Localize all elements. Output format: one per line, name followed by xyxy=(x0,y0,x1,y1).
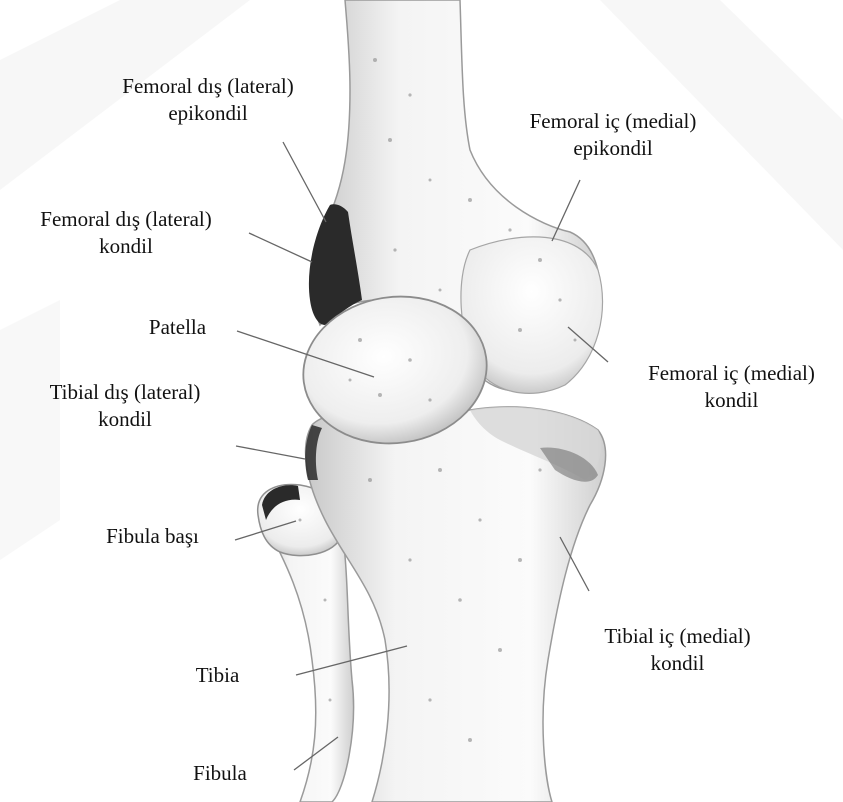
label-femoral-medial-condyle: Femoral iç (medial) kondil xyxy=(620,360,843,414)
leader-femoral-lateral-epicondyle xyxy=(283,142,326,222)
label-line: Tibial iç (medial) xyxy=(570,623,785,650)
label-line: kondil xyxy=(620,387,843,414)
label-tibial-lateral-condyle: Tibial dış (lateral) kondil xyxy=(10,379,240,433)
label-line: Femoral dış (lateral) xyxy=(0,206,252,233)
label-line: Fibula xyxy=(165,760,275,787)
label-fibula-head: Fibula başı xyxy=(70,523,235,550)
label-line: Tibia xyxy=(170,662,265,689)
leader-tibial-lateral-condyle xyxy=(236,446,305,459)
label-line: Femoral iç (medial) xyxy=(620,360,843,387)
label-line: Tibial dış (lateral) xyxy=(10,379,240,406)
label-line: Patella xyxy=(120,314,235,341)
label-line: epikondil xyxy=(78,100,338,127)
leader-femoral-lateral-condyle xyxy=(249,233,312,262)
label-line: kondil xyxy=(10,406,240,433)
label-line: kondil xyxy=(570,650,785,677)
label-patella: Patella xyxy=(120,314,235,341)
label-femoral-medial-epicondyle: Femoral iç (medial) epikondil xyxy=(498,108,728,162)
label-femoral-lateral-epicondyle: Femoral dış (lateral) epikondil xyxy=(78,73,338,127)
label-line: epikondil xyxy=(498,135,728,162)
label-line: Femoral dış (lateral) xyxy=(78,73,338,100)
label-line: kondil xyxy=(0,233,252,260)
label-line: Femoral iç (medial) xyxy=(498,108,728,135)
label-line: Fibula başı xyxy=(70,523,235,550)
label-tibia: Tibia xyxy=(170,662,265,689)
label-femoral-lateral-condyle: Femoral dış (lateral) kondil xyxy=(0,206,252,260)
label-fibula: Fibula xyxy=(165,760,275,787)
label-tibial-medial-condyle: Tibial iç (medial) kondil xyxy=(570,623,785,677)
